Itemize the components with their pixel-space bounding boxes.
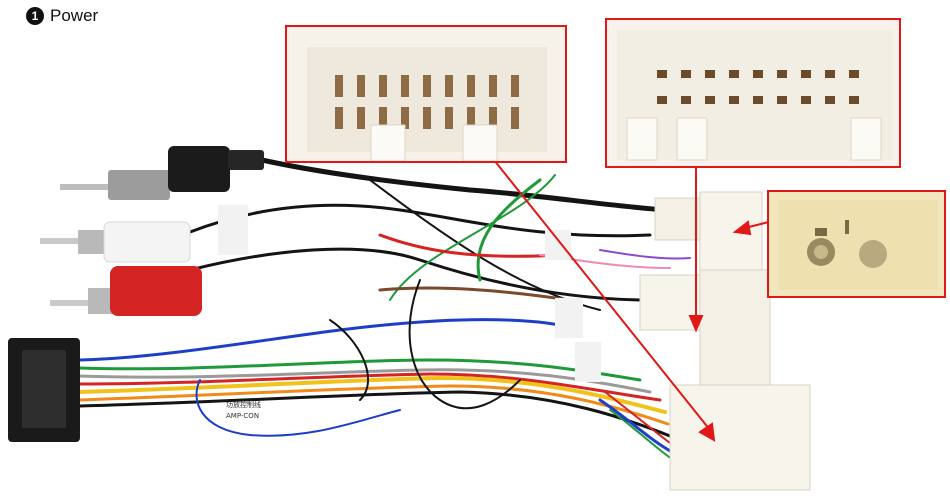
wire-label-tags	[218, 205, 601, 382]
main-black-plug	[8, 338, 80, 442]
two-pin-socket-illustration	[779, 200, 938, 290]
rca-plug-white	[40, 221, 191, 263]
connector-pins-illustration	[307, 47, 547, 161]
page-title: 1 Power	[26, 4, 98, 28]
white-connector-stack	[639, 191, 811, 491]
connector-detail-inset-1	[285, 25, 567, 163]
rca-plug-red	[50, 266, 202, 316]
antenna-plug	[60, 146, 264, 200]
connector-detail-inset-3	[767, 190, 946, 298]
amp-label-bottom: AMP-CON	[226, 412, 260, 420]
amp-label-top: 功放控制线	[226, 401, 261, 409]
title-number-badge: 1	[26, 7, 44, 25]
title-text: Power	[50, 6, 99, 25]
connector-detail-inset-2	[605, 18, 901, 168]
connector-sockets-illustration	[617, 30, 893, 161]
